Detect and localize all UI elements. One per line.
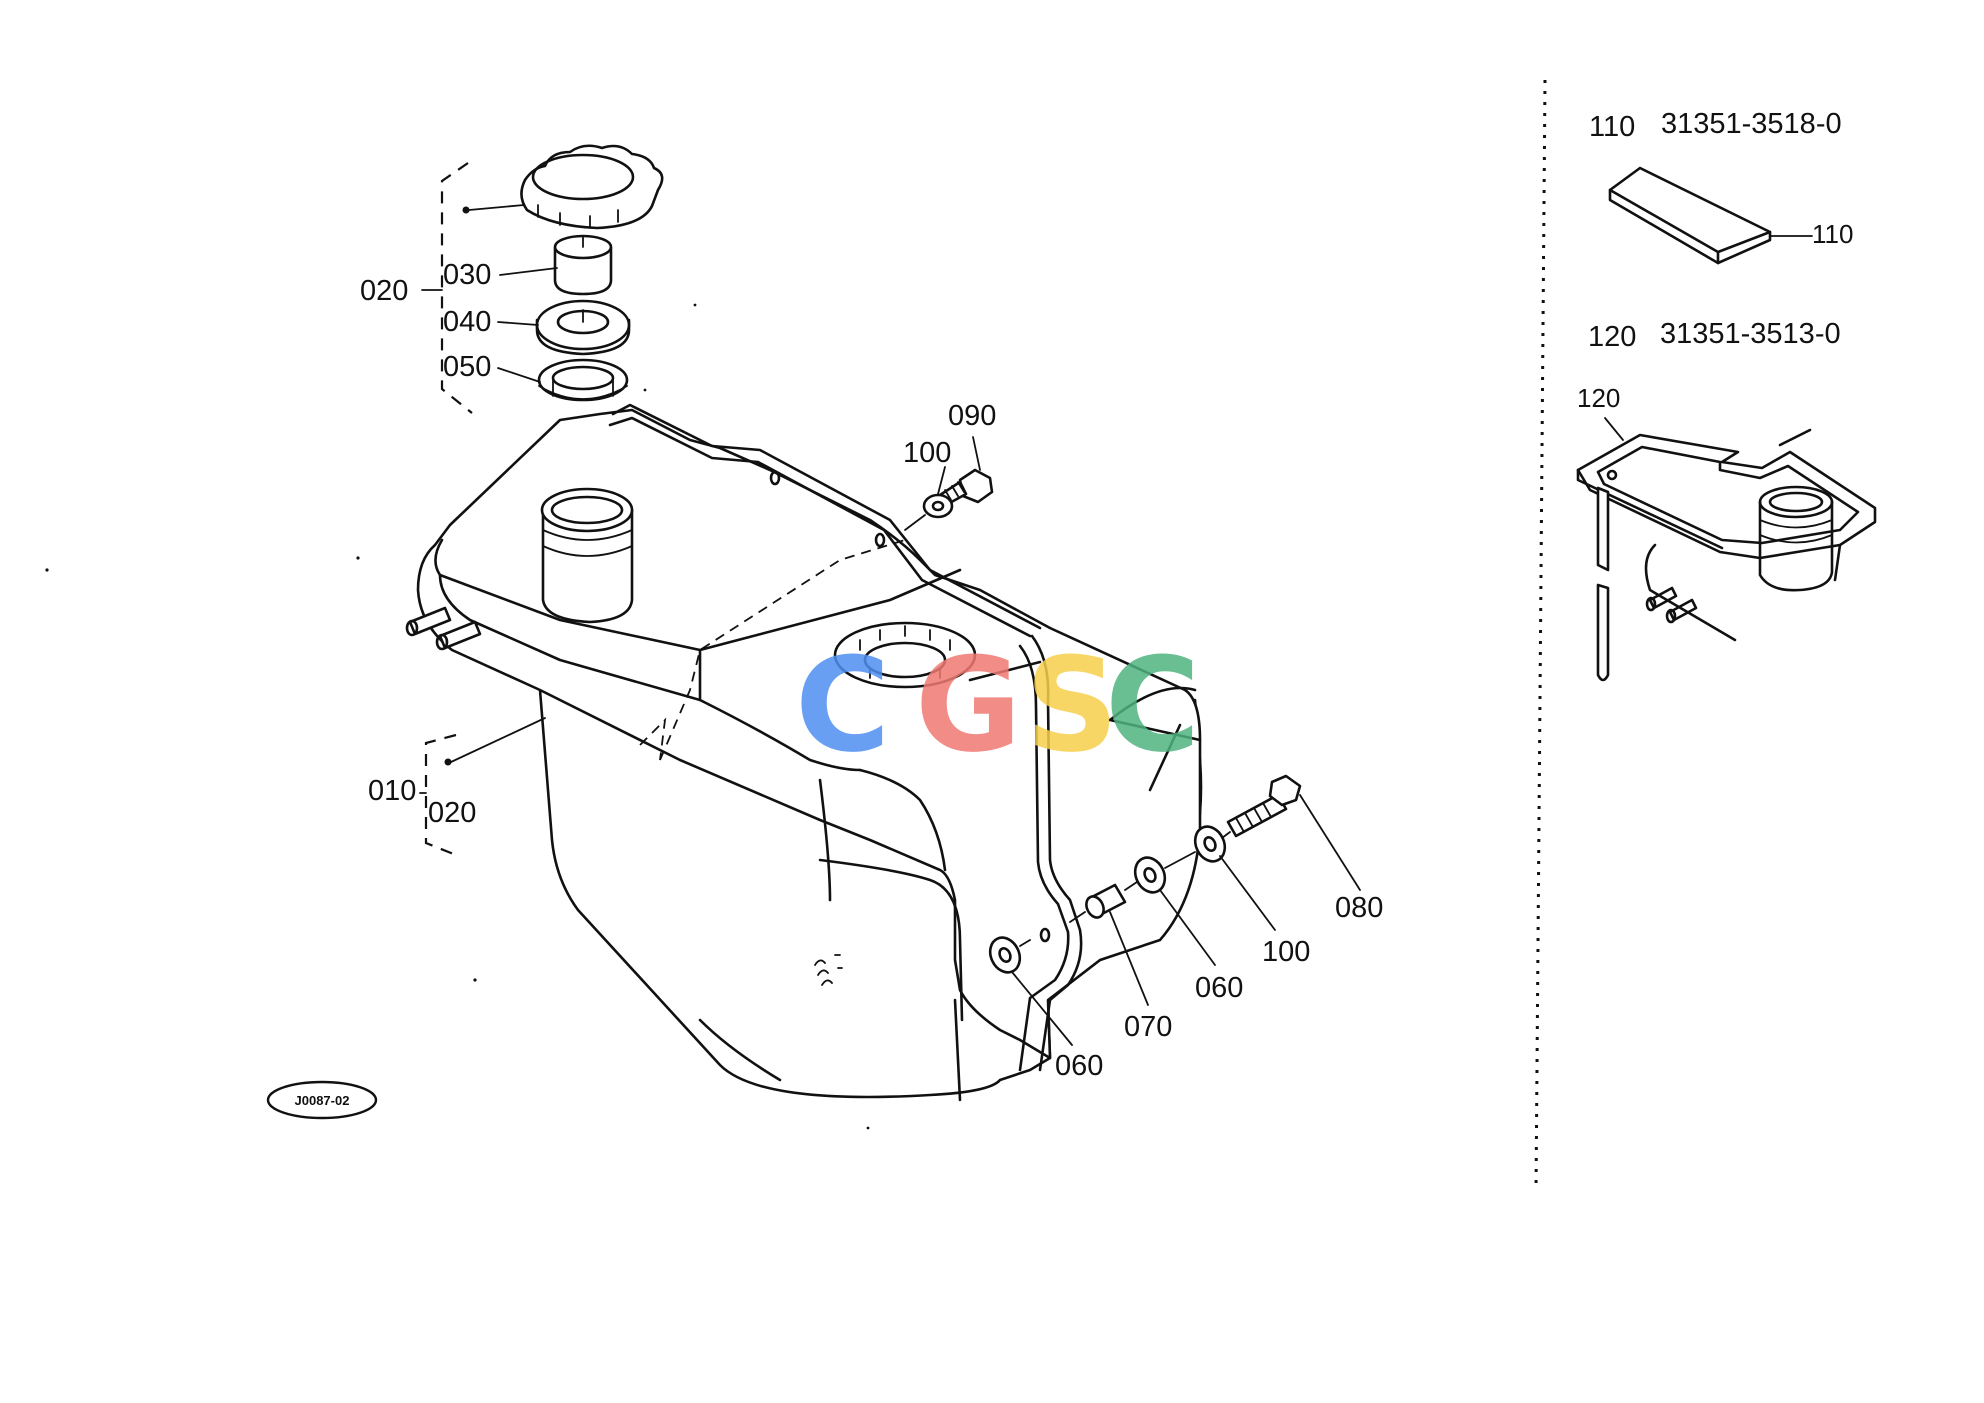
cap-seal-ring bbox=[537, 358, 629, 402]
callout-050: 050 bbox=[443, 351, 491, 383]
leader-dot bbox=[462, 206, 470, 214]
part-list-number-120: 31351-3513-0 bbox=[1660, 318, 1841, 350]
gasket-plate-120 bbox=[1576, 428, 1877, 682]
section-divider bbox=[1534, 79, 1547, 1191]
detail-callout-120: 120 bbox=[1577, 383, 1620, 413]
watermark-letter-s: S bbox=[1025, 629, 1119, 781]
fuel-outlet-nipples bbox=[405, 606, 482, 651]
lower-group-bracket bbox=[424, 733, 457, 857]
callout-040: 040 bbox=[443, 306, 491, 338]
callout-020-upper: 020 bbox=[360, 275, 408, 307]
callout-030: 030 bbox=[443, 259, 491, 291]
cushion-060-left bbox=[988, 936, 1022, 974]
bolt-080 bbox=[1226, 774, 1302, 838]
fuel-cap bbox=[520, 144, 664, 230]
part-list-no-110: 110 bbox=[1589, 111, 1635, 143]
callout-060-left: 060 bbox=[1055, 1050, 1103, 1082]
diagram-code-badge: J0087-02 bbox=[266, 1080, 378, 1120]
sender-unit-mount bbox=[833, 621, 977, 689]
label-sticker-110 bbox=[1608, 166, 1772, 265]
callout-100-right: 100 bbox=[1262, 936, 1310, 968]
callout-060-right: 060 bbox=[1195, 972, 1243, 1004]
leader-dot bbox=[444, 758, 452, 766]
part-list-no-120: 120 bbox=[1588, 321, 1636, 353]
detail-callout-110: 110 bbox=[1812, 219, 1853, 249]
watermark-letter-g: G bbox=[915, 629, 1022, 781]
diagram-code: J0087-02 bbox=[295, 1093, 350, 1108]
callout-080: 080 bbox=[1335, 892, 1383, 924]
washer-100-top bbox=[922, 493, 954, 519]
part-list-number-110: 31351-3518-0 bbox=[1661, 108, 1842, 140]
filler-neck bbox=[540, 487, 634, 624]
callout-100-top: 100 bbox=[903, 437, 951, 469]
cap-inner-plug bbox=[553, 234, 613, 296]
washer-100-right bbox=[1193, 825, 1227, 863]
cushion-060-right bbox=[1133, 856, 1167, 894]
callout-010: 010 bbox=[368, 775, 416, 807]
watermark-letter-c1: C bbox=[795, 629, 890, 781]
cap-gasket bbox=[535, 299, 631, 356]
callout-070: 070 bbox=[1124, 1011, 1172, 1043]
watermark-letter-c2: C bbox=[1105, 629, 1200, 781]
upper-group-bracket bbox=[440, 162, 473, 414]
callout-020-lower: 020 bbox=[428, 797, 476, 829]
collar-070 bbox=[1085, 883, 1127, 919]
callout-090: 090 bbox=[948, 400, 996, 432]
cgsc-watermark: C G S C bbox=[795, 629, 1200, 781]
